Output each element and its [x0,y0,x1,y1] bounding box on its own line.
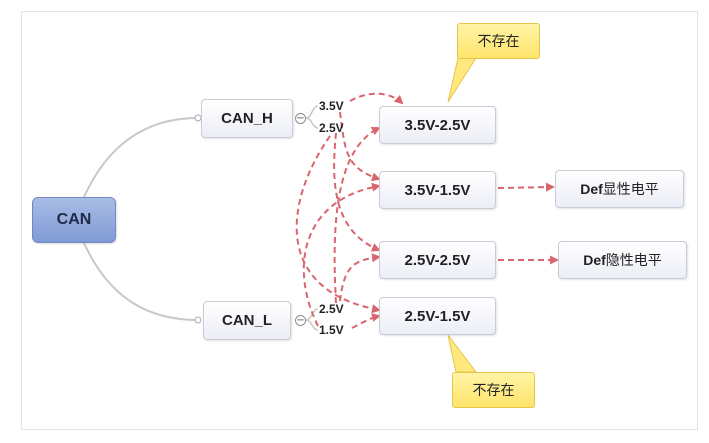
callout-not-exist-bottom: 不存在 [452,372,535,408]
arrow-h25-to-combo-3 [333,132,381,252]
arrow-l25-to-combo-3 [339,253,381,302]
state-text-dominant: 显性电平 [602,181,659,197]
callout-not-exist-top: 不存在 [457,23,540,59]
collapse-button-can-h[interactable]: − [295,113,306,124]
combo-node-3[interactable]: 2.5V-2.5V [379,241,496,279]
connector-can-to-can-h [83,117,199,198]
arrow-l15-to-combo-2 [302,182,381,327]
voltage-label-can-l-low: 1.5V [319,323,344,337]
voltage-label-can-l-high: 2.5V [319,302,344,316]
arrow-h25-to-combo-4 [295,135,381,314]
callout-tail-bottom [447,334,478,373]
connector-dot-can-l [194,316,202,324]
root-node-can[interactable]: CAN [32,197,116,243]
arrow-h35-to-combo-2 [339,111,381,182]
combo-node-1[interactable]: 3.5V-2.5V [379,106,496,144]
collapse-button-can-l[interactable]: − [295,315,306,326]
callout-tail-top [447,57,477,103]
arrow-combo-2-to-dominant [497,182,555,192]
branch-node-can-l[interactable]: CAN_L [203,301,291,340]
arrow-h35-to-combo-1 [349,92,404,105]
bracket-can-h [305,105,319,129]
arrow-l25-to-combo-1 [333,127,381,304]
combo-node-4[interactable]: 2.5V-1.5V [379,297,496,335]
arrow-l15-to-combo-4 [351,313,381,329]
voltage-label-can-h-high: 3.5V [319,99,344,113]
branch-node-can-h[interactable]: CAN_H [201,99,293,138]
combo-node-2[interactable]: 3.5V-1.5V [379,171,496,209]
voltage-label-can-h-low: 2.5V [319,121,344,135]
diagram-canvas [21,11,698,430]
state-text-recessive: 隐性电平 [605,252,662,268]
connector-can-to-can-l [83,242,199,321]
state-prefix-recessive: Def [583,252,606,268]
state-prefix-dominant: Def [580,181,603,197]
